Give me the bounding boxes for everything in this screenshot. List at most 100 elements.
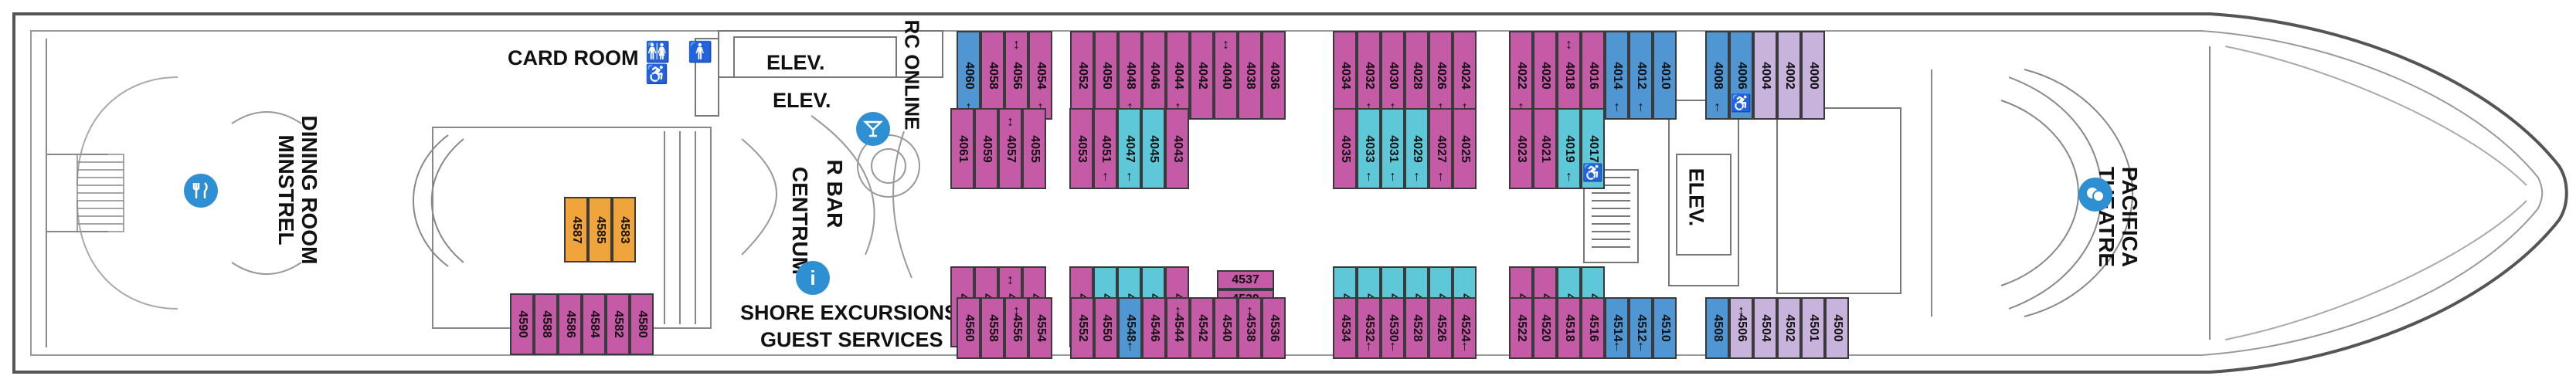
cabin[interactable]: 4542	[1190, 297, 1214, 359]
cabin[interactable]: 4017♿	[1581, 108, 1605, 189]
cabin[interactable]: 4590	[510, 293, 534, 355]
cabin[interactable]: 4018↕	[1557, 31, 1581, 120]
cabin[interactable]: 4035	[1333, 108, 1357, 189]
cabin[interactable]: 4033↑	[1357, 108, 1381, 189]
cabin[interactable]: 4043	[1165, 108, 1189, 189]
connecting-arrow-icon: ↑	[1102, 168, 1109, 184]
cabin[interactable]: 4514↑	[1605, 297, 1629, 359]
cabin[interactable]: 4019↑	[1557, 108, 1581, 189]
cabin[interactable]: 4558	[980, 297, 1004, 359]
cabin[interactable]: 4552	[1070, 297, 1094, 359]
cabin[interactable]: 4512↑	[1629, 297, 1653, 359]
cabin[interactable]: 4584	[582, 293, 606, 355]
cabin[interactable]: 4585	[588, 197, 612, 262]
cabin-number: 4025	[1458, 134, 1472, 163]
cabin[interactable]: 4036	[1262, 31, 1286, 120]
cabin[interactable]: 4020	[1533, 31, 1557, 120]
cabin[interactable]: 4004	[1753, 31, 1777, 120]
cabin[interactable]: 4526	[1429, 297, 1453, 359]
cabin[interactable]: 4548↑	[1118, 297, 1142, 359]
cabin[interactable]: 4546	[1142, 297, 1166, 359]
cabin[interactable]: 4537	[1217, 270, 1274, 290]
cabin[interactable]: 4536	[1262, 297, 1286, 359]
cabin[interactable]: 4532↑	[1357, 297, 1381, 359]
cabin[interactable]: 4006♿	[1729, 31, 1753, 120]
cabin[interactable]: 4042	[1190, 31, 1214, 120]
cabin[interactable]: 4534	[1333, 297, 1357, 359]
cabin[interactable]: 4046	[1142, 31, 1166, 120]
cabin[interactable]: 4050	[1094, 31, 1118, 120]
cabin[interactable]: 4014↑	[1605, 31, 1629, 120]
cabin[interactable]: 4540	[1214, 297, 1238, 359]
cabin[interactable]: 4030↑	[1381, 31, 1405, 120]
cabin[interactable]: 4034	[1333, 31, 1357, 120]
cabin-number: 4036	[1267, 61, 1281, 90]
cabin[interactable]: 4522	[1509, 297, 1533, 359]
cabin[interactable]: 4528	[1405, 297, 1429, 359]
cabin-number: 4058	[986, 61, 1000, 90]
cabin[interactable]: 4045	[1141, 108, 1165, 189]
cabin[interactable]: 4025	[1453, 108, 1477, 189]
cabin[interactable]: 4051↑	[1093, 108, 1117, 189]
cabin[interactable]: 4580	[630, 293, 654, 355]
cabin[interactable]: 4022↑	[1509, 31, 1533, 120]
cabin[interactable]: 4028	[1405, 31, 1429, 120]
cabin[interactable]: 4012↑	[1629, 31, 1653, 120]
cabin[interactable]: 4056↕	[1004, 31, 1028, 120]
cabin[interactable]: 4032↑	[1357, 31, 1381, 120]
cabin[interactable]: 4059	[974, 108, 998, 189]
cabin-number: 4016	[1586, 61, 1600, 90]
cabin[interactable]: 4582	[606, 293, 630, 355]
cabin[interactable]: 4047↑	[1117, 108, 1141, 189]
cabin[interactable]: 4504	[1753, 297, 1777, 359]
cabin[interactable]: 4516	[1581, 297, 1605, 359]
cabin[interactable]: 4520	[1533, 297, 1557, 359]
cabin[interactable]: 4021	[1533, 108, 1557, 189]
cabin[interactable]: 4010	[1653, 31, 1677, 120]
cabin[interactable]: 4000	[1801, 31, 1825, 120]
cabin[interactable]: 4023	[1509, 108, 1533, 189]
cabin[interactable]: 4002	[1777, 31, 1801, 120]
cabin-number: 4534	[1338, 314, 1352, 342]
cabin-number: 4501	[1806, 314, 1820, 342]
cabin[interactable]: 4026↑	[1429, 31, 1453, 120]
cabin-number: 4556	[1010, 314, 1024, 342]
cabin[interactable]: 4556↕	[1004, 297, 1028, 359]
cabin[interactable]: 4500	[1825, 297, 1849, 359]
cabin[interactable]: 4586	[558, 293, 582, 355]
cabin[interactable]: 4040↕	[1214, 31, 1238, 120]
cabin[interactable]: 4502	[1777, 297, 1801, 359]
cabin[interactable]: 4031↑	[1381, 108, 1405, 189]
cabin[interactable]: 4053	[1069, 108, 1093, 189]
cabin[interactable]: 4024↑	[1453, 31, 1477, 120]
cabin[interactable]: 4538↕	[1238, 297, 1262, 359]
cabin[interactable]: 4510	[1653, 297, 1677, 359]
cabin[interactable]: 4052	[1070, 31, 1094, 120]
cabin[interactable]: 4027↑	[1429, 108, 1453, 189]
cabin[interactable]: 4508	[1705, 297, 1729, 359]
cabin[interactable]: 4501	[1801, 297, 1825, 359]
cabin[interactable]: 4038	[1238, 31, 1262, 120]
cabin[interactable]: 4029↑	[1405, 108, 1429, 189]
cabin[interactable]: 4008↑	[1705, 31, 1729, 120]
cabin[interactable]: 4044↑	[1166, 31, 1190, 120]
cabin[interactable]: 4518	[1557, 297, 1581, 359]
cabin[interactable]: 4550	[1094, 297, 1118, 359]
cabin[interactable]: 4544↕	[1166, 297, 1190, 359]
cabin[interactable]: 4060↑	[957, 31, 980, 120]
cabin[interactable]: 4061	[950, 108, 974, 189]
cabin[interactable]: 4524↑	[1453, 297, 1477, 359]
cabin[interactable]: 4587	[564, 197, 588, 262]
cabin[interactable]: 4016	[1581, 31, 1605, 120]
cabin[interactable]: 4506↕	[1729, 297, 1753, 359]
cabin[interactable]: 4054↑	[1028, 31, 1052, 120]
cabin[interactable]: 4055	[1022, 108, 1046, 189]
cabin[interactable]: 4583	[612, 197, 636, 262]
cabin[interactable]: 4048↑	[1118, 31, 1142, 120]
cabin[interactable]: 4554	[1028, 297, 1052, 359]
cabin[interactable]: 4057↕	[998, 108, 1022, 189]
cabin[interactable]: 4588	[534, 293, 558, 355]
cabin[interactable]: 4058	[980, 31, 1004, 120]
cabin[interactable]: 4560	[957, 297, 980, 359]
cabin[interactable]: 4530↑	[1381, 297, 1405, 359]
